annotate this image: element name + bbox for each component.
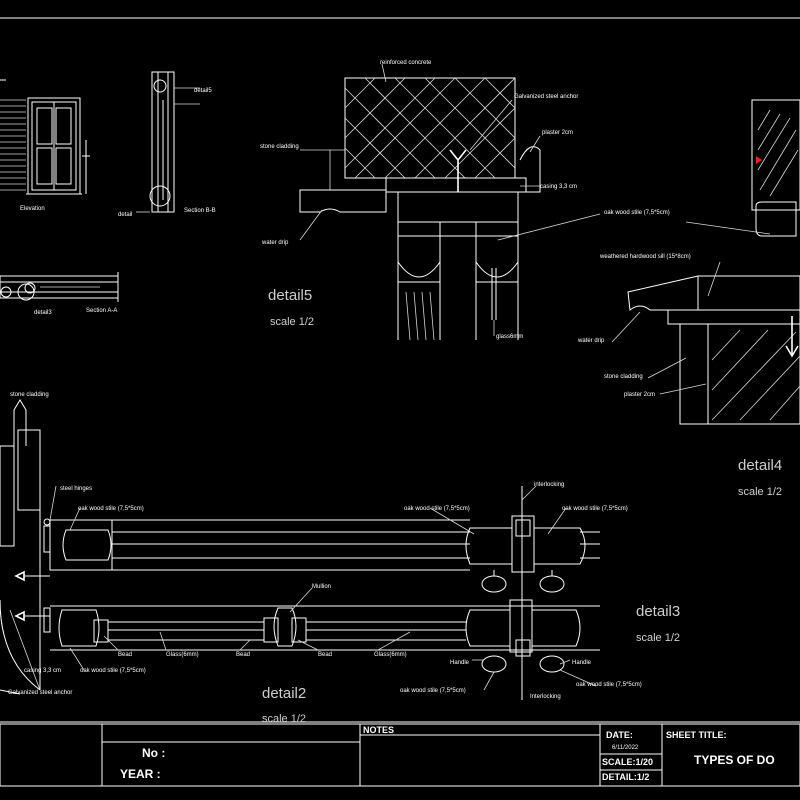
section-bb-detail-label: detail xyxy=(118,212,132,218)
detail5-scale: scale 1/2 xyxy=(270,316,314,328)
shutter-louvers xyxy=(0,99,26,191)
lbl-water-drip-right: water drip xyxy=(577,338,605,344)
lbl-oak-stile-d3-bottom-right: oak wood stile (7,5*5cm) xyxy=(576,682,642,688)
lbl-plaster-right: plaster 2cm xyxy=(624,392,655,398)
section-bb-label: Section B-B xyxy=(184,208,216,214)
section-aa-detail-label: detail3 xyxy=(34,310,52,316)
section-aa-label: Section A-A xyxy=(86,308,117,314)
lbl-water-drip-top: water drip xyxy=(261,240,289,246)
detail3-title: detail3 xyxy=(636,603,680,620)
lbl-bead-1: Bead xyxy=(118,652,132,658)
detail3-scale: scale 1/2 xyxy=(636,632,680,644)
section-bb-drawing: Section B-B detail detail5 xyxy=(118,71,216,218)
lbl-handle-left: Handle xyxy=(450,660,470,666)
section-aa-drawing: Section A-A detail3 xyxy=(0,272,119,316)
lbl-bead-2: Bead xyxy=(236,652,250,658)
lbl-oak-stile-d5: oak wood stile (7,5*5cm) xyxy=(604,210,670,216)
lbl-interlocking-top: interlocking xyxy=(534,482,564,488)
lbl-reinforced-concrete: reinforced concrete xyxy=(380,60,432,66)
elevation-label: Elevation xyxy=(20,206,45,212)
detail5-title: detail5 xyxy=(268,287,312,304)
lbl-steel-hinges: steel hinges xyxy=(60,486,92,492)
lbl-stone-cladding-left: stone cladding xyxy=(10,392,49,398)
lbl-bead-3: Bead xyxy=(318,652,332,658)
detail4-scale: scale 1/2 xyxy=(738,486,782,498)
lbl-stone-cladding-top: stone cladding xyxy=(260,144,299,150)
lbl-glass-1: Glass(6mm) xyxy=(166,652,199,658)
lbl-oak-stile-d3-top-left: oak wood stile (7,5*5cm) xyxy=(404,506,470,512)
lbl-plaster-top: plaster 2cm xyxy=(542,130,573,136)
lbl-interlocking-bottom: Interlocking xyxy=(530,694,561,700)
detail4-lower-hatch xyxy=(711,329,800,421)
lbl-oak-stile-d3-top-right: oak wood stile (7,5*5cm) xyxy=(562,506,628,512)
lbl-stone-cladding-right: stone cladding xyxy=(604,374,643,380)
elevation-drawing: Elevation xyxy=(0,79,90,212)
lbl-glass-d5: glass6mm xyxy=(496,334,523,340)
sheet-title-value: TYPES OF DO xyxy=(694,753,775,767)
detail2-title: detail2 xyxy=(262,685,306,702)
lbl-casing-top: casing 3,3 cm xyxy=(540,184,577,190)
no-label: No : xyxy=(142,746,165,760)
sheet-title-label: SHEET TITLE: xyxy=(666,730,727,740)
detail5-drawing xyxy=(299,63,601,341)
lbl-mullion: Mullion xyxy=(312,584,331,590)
detail2-3-drawing xyxy=(0,399,600,700)
section-bb-detail5-label: detail5 xyxy=(194,88,212,94)
lbl-glass-2: Glass(6mm) xyxy=(374,652,407,658)
detail5-hatch-left xyxy=(405,291,435,341)
notes-label: NOTES xyxy=(363,725,394,735)
lbl-oak-stile-d2-bottom: oak wood stile (7,5*5cm) xyxy=(80,668,146,674)
lbl-oak-stile-d3-bottom-left: oak wood stile (7,5*5cm) xyxy=(400,688,466,694)
lbl-handle-right: Handle xyxy=(572,660,592,666)
lbl-weathered-sill: weathered hardwood sill (15*8cm) xyxy=(599,254,691,260)
red-marker xyxy=(756,156,762,164)
detail4-wall-hatch xyxy=(757,109,799,197)
lbl-galvanized-anchor-bottom: Galvanized steel anchor xyxy=(8,690,72,696)
detail2-scale: scale 1/2 xyxy=(262,713,306,725)
detail-label: DETAIL:1/2 xyxy=(602,772,649,782)
lbl-galvanized-anchor-top: Galvanized steel anchor xyxy=(514,94,578,100)
scale-label: SCALE:1/20 xyxy=(602,757,653,767)
lbl-oak-stile-d2-top: oak wood stile (7,5*5cm) xyxy=(78,506,144,512)
detail4-drawing xyxy=(611,99,800,425)
lbl-casing-bottom: casing 3,3 cm xyxy=(24,668,61,674)
sheet-border xyxy=(0,17,800,723)
date-label: DATE: xyxy=(606,730,633,740)
detail4-title: detail4 xyxy=(738,457,782,474)
title-block xyxy=(0,723,800,787)
year-label: YEAR : xyxy=(120,767,161,781)
date-value: 6/11/2022 xyxy=(612,745,639,751)
concrete-hatch xyxy=(344,77,516,179)
